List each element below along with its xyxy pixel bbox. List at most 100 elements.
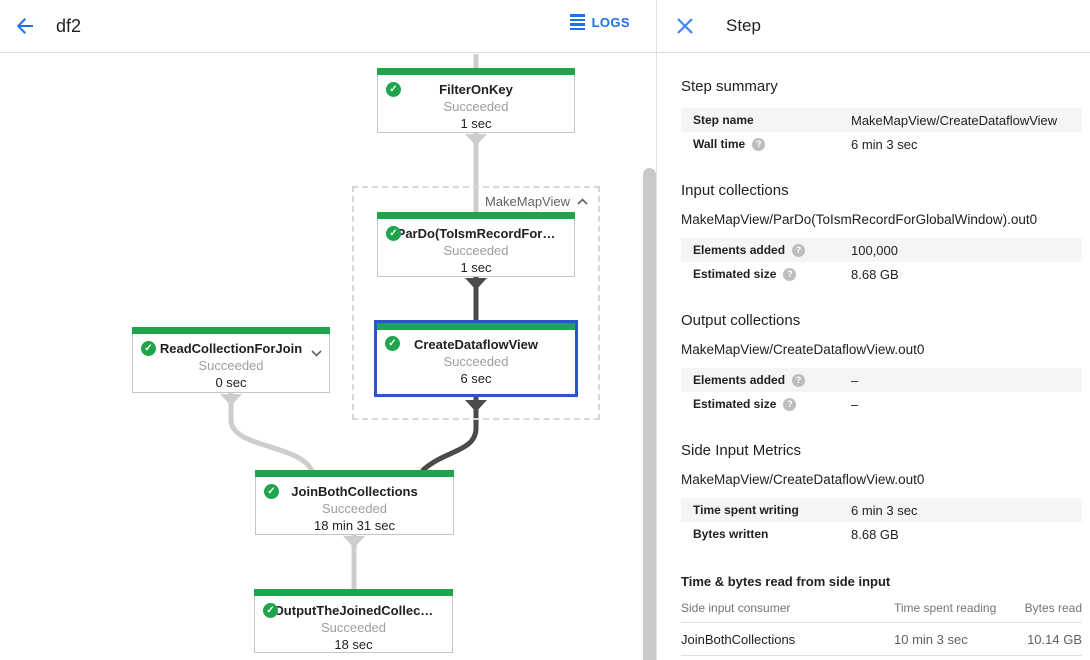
bytes-read: 10.14 GB (1027, 631, 1082, 647)
group-collapse-toggle[interactable]: MakeMapView (485, 194, 588, 209)
kv-value: – (851, 396, 859, 412)
step-time: 0 sec (215, 375, 247, 390)
step-status: Succeeded (443, 243, 509, 258)
section-title: Side Input Metrics (681, 442, 802, 459)
success-check-icon (386, 82, 401, 97)
panel-header: Step (657, 0, 1090, 53)
kv-value: – (851, 372, 859, 388)
step-status: Succeeded (198, 358, 264, 373)
step-status: Succeeded (320, 620, 387, 635)
kv-row-step-name: Step name MakeMapView/CreateDataflowView (681, 108, 1082, 132)
kv-row-estimated-size: Estimated size – (681, 392, 1082, 416)
label-text: Step name (693, 113, 754, 127)
label-text: Wall time (693, 137, 746, 151)
close-panel-button[interactable] (670, 11, 700, 41)
status-bar (377, 212, 575, 219)
label-text: Elements added (693, 243, 786, 257)
kv-label: Estimated size (693, 397, 851, 411)
label-text: Estimated size (693, 397, 777, 411)
step-node-pardo[interactable]: ParDo(ToIsmRecordFor… Succeeded 1 sec (377, 212, 575, 277)
job-toolbar: df2 LOGS (0, 0, 656, 53)
step-status: Succeeded (321, 501, 388, 516)
step-name: FilterOnKey (439, 82, 513, 97)
step-time: 18 min 31 sec (314, 518, 395, 533)
step-name: CreateDataflowView (413, 337, 539, 352)
success-check-icon (385, 336, 400, 351)
step-name: ReadCollectionForJoin (159, 341, 303, 356)
edge-createview-join (420, 396, 479, 473)
time-spent-reading: 10 min 3 sec (894, 631, 968, 647)
composite-step-makemapview: MakeMapView (352, 186, 600, 420)
kv-row-time-spent-writing: Time spent writing 6 min 3 sec (681, 498, 1082, 522)
kv-value: 6 min 3 sec (851, 136, 918, 152)
section-title: Output collections (681, 312, 801, 329)
step-node-joinbothcollections[interactable]: JoinBothCollections Succeeded 18 min 31 … (255, 470, 454, 535)
logs-list-icon (569, 14, 585, 30)
section-input-collections: Input collections MakeMapView/ParDo(ToIs… (681, 182, 1082, 286)
arrowhead (343, 536, 365, 548)
status-bar (377, 323, 575, 330)
step-status: Succeeded (443, 99, 509, 114)
success-check-icon (263, 603, 278, 618)
column-header: Side input consumer (681, 601, 791, 615)
kv-value: 8.68 GB (851, 266, 899, 282)
step-node-readcollectionforjoin[interactable]: ReadCollectionForJoin Succeeded 0 sec (132, 327, 330, 393)
help-icon[interactable] (752, 137, 766, 151)
table-row: JoinBothCollections 10 min 3 sec 10.14 G… (681, 623, 1082, 656)
status-bar (377, 68, 575, 75)
step-details-panel: Step Step summary Step name MakeMapView/… (657, 0, 1090, 660)
job-title: df2 (56, 15, 82, 36)
kv-value: 6 min 3 sec (851, 502, 918, 518)
side-input-table: Side input consumer Time spent reading B… (681, 593, 1082, 656)
label-text: Estimated size (693, 267, 777, 281)
kv-label: Time spent writing (693, 503, 851, 517)
help-icon[interactable] (792, 243, 806, 257)
graph-edges (220, 54, 487, 590)
back-button[interactable] (10, 11, 40, 41)
kv-label: Bytes written (693, 527, 851, 541)
arrowhead (465, 400, 487, 412)
table-header-row: Side input consumer Time spent reading B… (681, 593, 1082, 623)
section-output-collections: Output collections MakeMapView/CreateDat… (681, 312, 1082, 416)
success-check-icon (141, 341, 156, 356)
side-input-consumer: JoinBothCollections (681, 631, 796, 647)
help-icon[interactable] (792, 373, 806, 387)
step-node-filteronkey[interactable]: FilterOnKey Succeeded 1 sec (377, 68, 575, 133)
collection-name: MakeMapView/ParDo(ToIsmRecordForGlobalWi… (681, 212, 1038, 227)
column-header: Bytes read (1024, 601, 1082, 615)
kv-row-elements-added: Elements added – (681, 368, 1082, 392)
side-input-table-title: Time & bytes read from side input (681, 574, 891, 589)
node-expand-toggle[interactable] (311, 344, 322, 362)
kv-label: Elements added (693, 243, 851, 257)
collection-name: MakeMapView/CreateDataflowView.out0 (681, 342, 925, 357)
group-label: MakeMapView (484, 194, 570, 209)
kv-value: 100,000 (851, 242, 898, 258)
graph-vertical-scrollbar[interactable] (643, 168, 656, 660)
panel-content: Step summary Step name MakeMapView/Creat… (657, 53, 1090, 656)
step-node-createdataflowview-selected[interactable]: CreateDataflowView Succeeded 6 sec (374, 320, 578, 397)
label-text: Time spent writing (693, 503, 799, 517)
arrow-left-icon (16, 18, 33, 34)
kv-label: Step name (693, 113, 851, 127)
chevron-down-icon (311, 350, 322, 357)
success-check-icon (264, 484, 279, 499)
label-text: Elements added (693, 373, 786, 387)
step-name: ParDo(ToIsmRecordFor… (396, 226, 556, 241)
step-node-outputthejoined[interactable]: OutputTheJoinedCollec… Succeeded 18 sec (254, 589, 453, 653)
section-title: Input collections (681, 182, 789, 199)
success-check-icon (386, 226, 401, 241)
kv-label: Estimated size (693, 267, 851, 281)
kv-value: 8.68 GB (851, 526, 899, 542)
help-icon[interactable] (783, 397, 797, 411)
close-icon (677, 18, 693, 34)
help-icon[interactable] (783, 267, 797, 281)
step-time: 1 sec (460, 260, 492, 275)
column-header: Time spent reading (894, 601, 997, 615)
kv-row-bytes-written: Bytes written 8.68 GB (681, 522, 1082, 546)
section-title: Step summary (681, 78, 778, 95)
collection-name: MakeMapView/CreateDataflowView.out0 (681, 472, 925, 487)
panel-title: Step (726, 16, 761, 35)
kv-row-elements-added: Elements added 100,000 (681, 238, 1082, 262)
logs-button[interactable]: LOGS (569, 14, 630, 30)
kv-value: MakeMapView/CreateDataflowView (851, 112, 1058, 128)
